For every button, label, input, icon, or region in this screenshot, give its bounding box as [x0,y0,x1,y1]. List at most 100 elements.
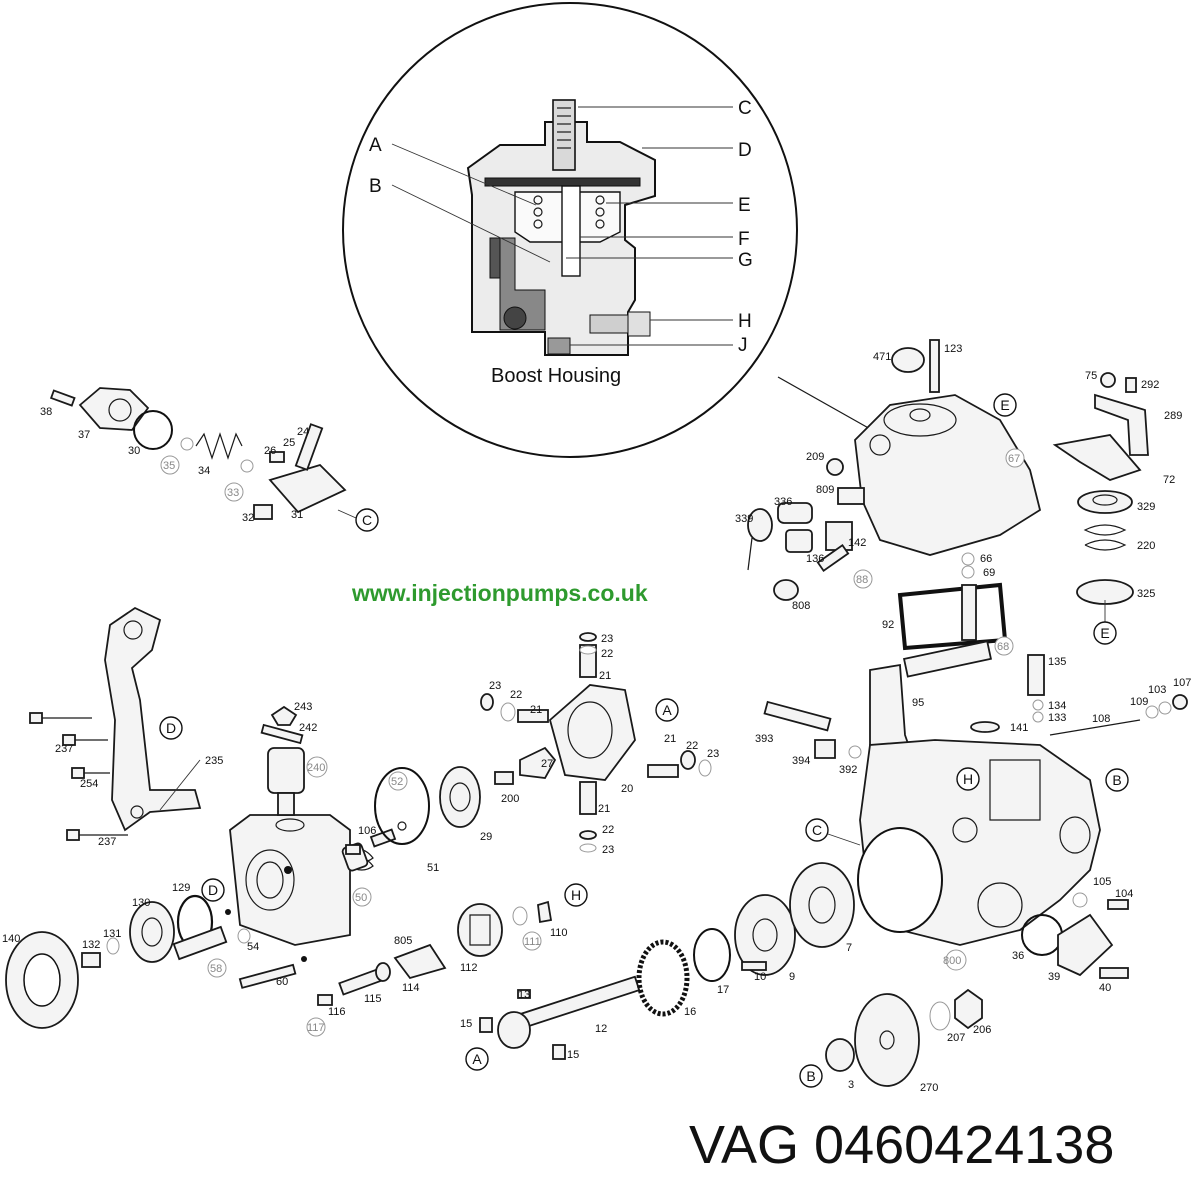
svg-text:36: 36 [1012,950,1024,962]
svg-text:471: 471 [873,351,891,363]
svg-text:104: 104 [1115,888,1133,900]
parts-group-drive-shaft: 13 15 12 15 16 17 10 9 7 A [460,862,855,1071]
part-112-rotor [457,903,503,957]
bubble-c-top-left [355,508,379,532]
inset-pointer-line [777,376,873,431]
parts-group-bottom-hub: 3 270 207 206 B [799,988,991,1094]
svg-text:809: 809 [816,484,834,496]
svg-text:123: 123 [944,343,962,355]
bubble-h-small [564,883,588,907]
product-label: VAG 0460424138 [689,1115,1114,1175]
bubble-e-bottom [1093,621,1117,645]
svg-text:C: C [812,822,822,838]
svg-text:21: 21 [598,803,610,815]
svg-text:23: 23 [489,680,501,692]
svg-text:103: 103 [1148,684,1166,696]
svg-text:22: 22 [686,740,698,752]
svg-text:106: 106 [358,825,376,837]
svg-text:9: 9 [789,971,795,983]
bubble-h-housing [956,767,980,791]
svg-text:15: 15 [460,1018,472,1030]
svg-text:33: 33 [227,487,239,499]
svg-text:7: 7 [846,942,852,954]
svg-text:32: 32 [242,512,254,524]
svg-text:10: 10 [754,971,766,983]
svg-text:242: 242 [299,722,317,734]
inset-label-e: E [738,195,751,216]
parts-group-cam-rotor: 23 22 21 23 22 21 27 200 29 21 22 23 20 … [439,632,719,856]
svg-text:15: 15 [567,1049,579,1061]
svg-text:800: 800 [943,955,961,967]
svg-text:24: 24 [297,426,309,438]
boost-housing-inset: C D E F G H J A B Boost Housing [342,2,873,458]
svg-text:54: 54 [247,941,259,953]
inset-label-f: F [738,229,750,250]
part-39-flange [1057,913,1114,977]
inset-label-b: B [369,176,382,197]
svg-text:240: 240 [307,762,325,774]
part-270-flange [854,993,920,1087]
svg-text:69: 69 [983,567,995,579]
svg-text:72: 72 [1163,474,1175,486]
svg-text:805: 805 [394,935,412,947]
svg-text:H: H [571,887,581,903]
svg-text:60: 60 [276,976,288,988]
svg-text:131: 131 [103,928,121,940]
svg-text:20: 20 [621,783,633,795]
part-240-valve [267,747,305,794]
parts-group-lower-left: 140 132 131 130 129 58 54 60 [2,882,307,1029]
part-29-disc [439,766,481,828]
svg-text:133: 133 [1048,712,1066,724]
part-329-seat [1077,490,1133,514]
part-235-bracket [104,606,202,832]
inset-label-c: C [738,98,752,119]
part-72-lever [1052,434,1142,481]
bubble-d-bracket [159,716,183,740]
svg-text:22: 22 [510,689,522,701]
part-130-gear [129,901,175,963]
svg-text:75: 75 [1085,370,1097,382]
svg-text:22: 22 [602,824,614,836]
part-9-plate [734,894,796,976]
parts-group-top-left: 38 37 30 35 34 33 26 25 24 32 31 C [40,387,379,532]
hydraulic-head-body [229,814,351,946]
svg-text:52: 52 [391,776,403,788]
inset-label-h: H [738,311,752,332]
website-url: www.injectionpumps.co.uk [351,580,648,606]
svg-text:292: 292 [1141,379,1159,391]
inset-label-j: J [738,335,748,356]
svg-text:50: 50 [355,892,367,904]
svg-text:392: 392 [839,764,857,776]
svg-text:30: 30 [128,445,140,457]
svg-text:67: 67 [1008,453,1020,465]
part-27-cross [519,746,557,779]
svg-text:58: 58 [210,963,222,975]
svg-text:107: 107 [1173,677,1191,689]
svg-text:H: H [963,771,973,787]
svg-text:21: 21 [530,704,542,716]
svg-text:325: 325 [1137,588,1155,600]
svg-text:109: 109 [1130,696,1148,708]
inset-label-d: D [738,140,752,161]
svg-text:66: 66 [980,553,992,565]
svg-text:136: 136 [806,553,824,565]
bubble-e-cover [993,393,1017,417]
svg-text:31: 31 [291,509,303,521]
part-471-cap [891,347,925,373]
main-pump-housing: H B C 800 36 105 104 39 40 [805,739,1133,994]
svg-text:220: 220 [1137,540,1155,552]
svg-text:117: 117 [307,1022,325,1034]
svg-text:200: 200 [501,793,519,805]
inset-caption: Boost Housing [491,365,621,387]
part-206-nut [954,988,983,1030]
svg-text:13: 13 [518,989,530,1001]
svg-text:E: E [1100,625,1109,641]
svg-text:12: 12 [595,1023,607,1035]
parts-group-boost-cover: 471 123 209 67 336 809 339 136 142 88 80… [735,339,1042,612]
svg-text:68: 68 [997,641,1009,653]
part-7-hub [789,862,855,948]
svg-text:88: 88 [856,574,868,586]
svg-text:37: 37 [78,429,90,441]
svg-text:26: 26 [264,445,276,457]
